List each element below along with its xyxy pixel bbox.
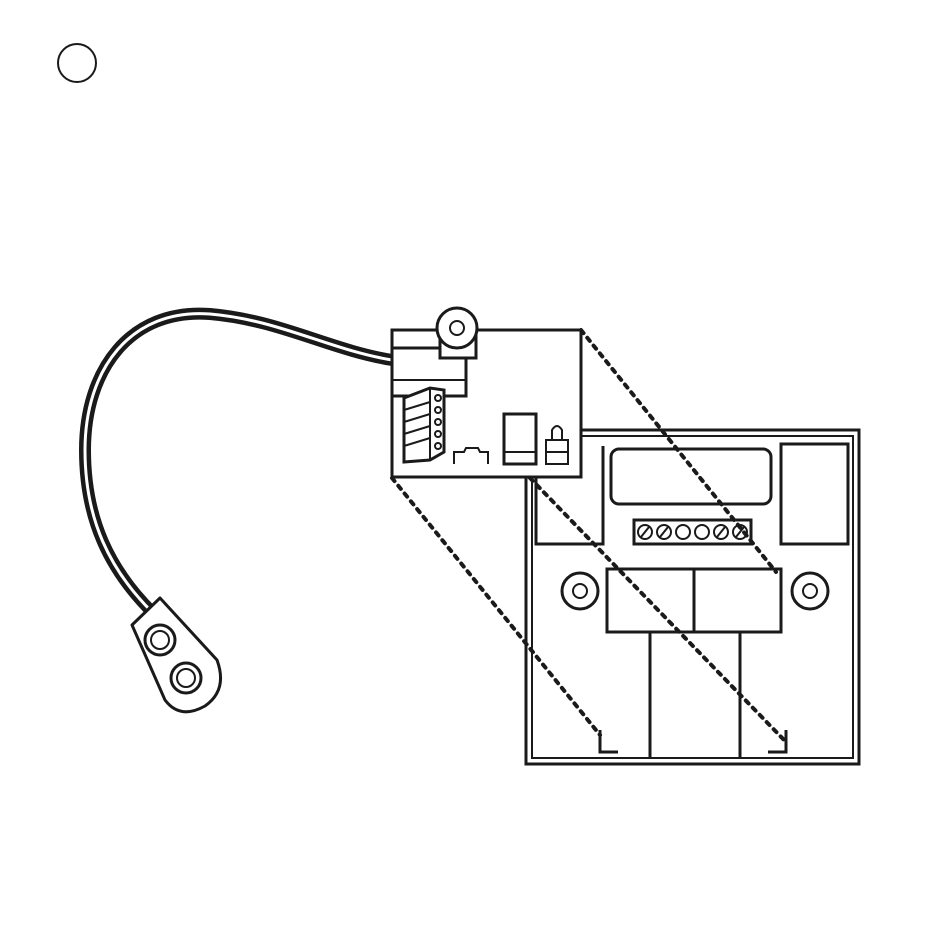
circuit-board	[392, 308, 581, 477]
mounting-hole-left	[562, 573, 598, 609]
mounting-hole-right	[792, 573, 828, 609]
base-right-bracket	[781, 444, 848, 544]
terminal-screw	[695, 525, 709, 539]
board-switch	[504, 414, 536, 464]
base-plate	[526, 430, 859, 764]
terminal-screw	[714, 525, 728, 539]
terminal-block	[634, 520, 751, 544]
battery-clip	[132, 598, 221, 712]
terminal-screw	[638, 525, 652, 539]
board-buzzer	[437, 308, 477, 358]
step-marker	[58, 44, 96, 82]
terminal-screw	[676, 525, 690, 539]
base-window	[611, 449, 771, 504]
base-compartment-right	[694, 569, 781, 632]
battery-cable	[85, 314, 392, 612]
terminal-screw	[657, 525, 671, 539]
board-pin-header	[404, 388, 444, 462]
locating-mark-left	[600, 730, 618, 752]
